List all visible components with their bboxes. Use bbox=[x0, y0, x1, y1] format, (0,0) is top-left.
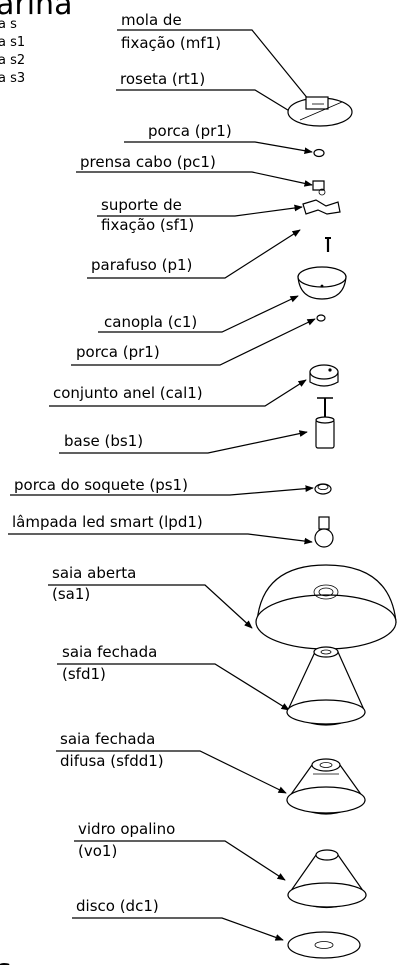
part-label-prensa-cabo: prensa cabo (pc1) bbox=[80, 153, 216, 171]
leader-line-roseta bbox=[116, 89, 297, 116]
leader-line-conjunto-anel bbox=[49, 379, 307, 407]
part-cable-clamp: prensa cabo (pc1) bbox=[76, 153, 326, 196]
footer-fragment: s bbox=[0, 953, 12, 965]
part-nut-middle: porca (pr1) bbox=[71, 314, 326, 366]
variant-label-1: a s1 bbox=[0, 35, 25, 50]
base-icon bbox=[315, 419, 335, 449]
disc-icon bbox=[287, 931, 361, 959]
nut-icon bbox=[313, 148, 325, 158]
leader-line-porca-1 bbox=[124, 141, 313, 155]
part-ceiling-rose: roseta (rt1) bbox=[116, 70, 353, 127]
part-label-saia-aberta-line2: (sa1) bbox=[52, 585, 90, 603]
part-label-vidro-line2: (vo1) bbox=[78, 842, 117, 860]
leader-line-disco bbox=[72, 917, 284, 941]
leader-line-saia-aberta bbox=[48, 584, 253, 629]
part-label-saia-fechada-line2: (sfd1) bbox=[62, 665, 106, 683]
leader-line-porca-soquete bbox=[10, 485, 314, 496]
led-bulb-icon bbox=[314, 528, 334, 548]
part-nut-top: porca (pr1) bbox=[124, 122, 325, 158]
part-label-saia-difusa-line1: saia fechada bbox=[60, 730, 155, 748]
part-opal-glass: vidro opalino (vo1) bbox=[74, 820, 367, 909]
part-label-conjunto-anel: conjunto anel (cal1) bbox=[53, 384, 203, 402]
part-socket-nut: porca do soquete (ps1) bbox=[10, 476, 332, 496]
part-label-parafuso: parafuso (p1) bbox=[91, 256, 192, 274]
part-label-lampada: lâmpada led smart (lpd1) bbox=[12, 513, 203, 531]
part-label-base: base (bs1) bbox=[64, 432, 143, 450]
leader-line-parafuso bbox=[87, 229, 301, 279]
mounting-bracket-icon bbox=[302, 199, 341, 215]
part-closed-shade: saia fechada (sfd1) bbox=[57, 643, 366, 726]
part-label-roseta: roseta (rt1) bbox=[120, 70, 205, 88]
leader-line-base bbox=[59, 430, 308, 454]
leader-line-lampada bbox=[8, 533, 313, 545]
part-spring-clip: mola de fixação (mf1) bbox=[117, 11, 314, 106]
header-title-fragment: arina bbox=[0, 0, 72, 22]
leader-line-canopla bbox=[98, 295, 299, 333]
part-label-mola-line2: fixação (mf1) bbox=[121, 34, 221, 52]
variant-label-2: a s2 bbox=[0, 53, 25, 68]
part-mounting-bracket: suporte de fixação (sf1) bbox=[97, 196, 341, 234]
part-label-porca-2: porca (pr1) bbox=[76, 343, 160, 361]
part-led-bulb: lâmpada led smart (lpd1) bbox=[8, 513, 334, 548]
part-label-vidro-line1: vidro opalino bbox=[78, 820, 175, 838]
part-label-saia-fechada-line1: saia fechada bbox=[62, 643, 157, 661]
part-label-porca-soquete: porca do soquete (ps1) bbox=[14, 476, 188, 494]
part-screw: parafuso (p1) bbox=[87, 229, 331, 279]
part-label-disco: disco (dc1) bbox=[76, 897, 159, 915]
variant-label-3: a s3 bbox=[0, 71, 25, 86]
part-ring-set: conjunto anel (cal1) bbox=[49, 364, 339, 407]
part-disc: disco (dc1) bbox=[72, 897, 361, 959]
part-label-suporte-line1: suporte de bbox=[101, 196, 182, 214]
leader-line-vidro bbox=[74, 840, 286, 881]
part-label-saia-difusa-line2: difusa (sfdd1) bbox=[60, 752, 164, 770]
led-bulb-base bbox=[318, 516, 330, 530]
part-diffuse-shade: saia fechada difusa (sfdd1) bbox=[56, 730, 366, 815]
part-label-saia-aberta-line1: saia aberta bbox=[52, 564, 136, 582]
leader-line-mola bbox=[117, 29, 314, 106]
part-label-suporte-line2: fixação (sf1) bbox=[101, 216, 194, 234]
spring-clip-icon bbox=[305, 96, 329, 110]
leader-line-suporte bbox=[97, 204, 303, 217]
part-base: base (bs1) bbox=[59, 397, 335, 454]
part-label-mola-line1: mola de bbox=[121, 11, 182, 29]
part-label-porca-1: porca (pr1) bbox=[148, 122, 232, 140]
nut-icon bbox=[316, 314, 326, 322]
socket-nut-icon bbox=[314, 483, 332, 495]
leader-line-prensa-cabo bbox=[76, 171, 313, 187]
variant-label-0: a s bbox=[0, 17, 17, 32]
part-canopy: canopla (c1) bbox=[98, 266, 347, 333]
leader-line-saia-fechada bbox=[57, 663, 290, 711]
part-label-canopla: canopla (c1) bbox=[104, 313, 197, 331]
leader-line-saia-difusa bbox=[56, 750, 287, 794]
part-open-shade: saia aberta (sa1) bbox=[48, 564, 397, 650]
leader-line-porca-2 bbox=[71, 318, 316, 366]
